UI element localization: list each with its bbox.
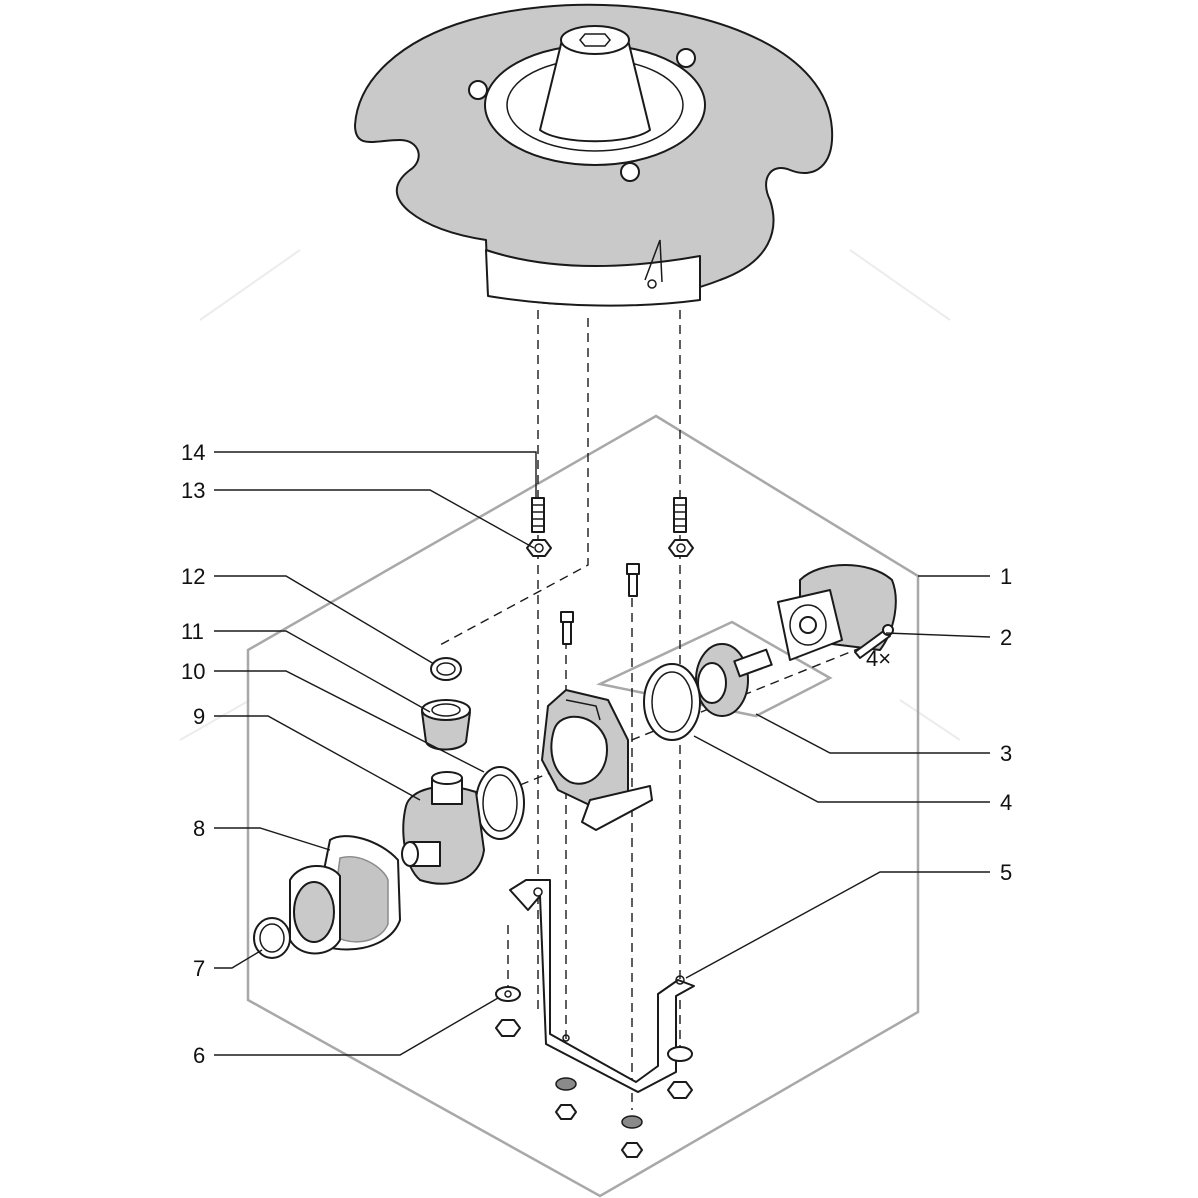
filter-basket [289, 835, 401, 955]
washers-and-nuts [495, 986, 693, 1158]
callout-5: 5 [1000, 860, 1012, 885]
callout-1: 1 [1000, 564, 1012, 589]
large-o-ring [643, 663, 701, 741]
mounting-bracket [509, 879, 695, 1093]
background-ghost-lines [179, 249, 961, 741]
leader-lines [214, 451, 991, 1056]
stud-bolt-right [673, 497, 687, 533]
callout-2: 2 [1000, 625, 1012, 650]
callout-7: 7 [193, 956, 205, 981]
callout-9: 9 [193, 704, 205, 729]
pump-housing [541, 689, 653, 831]
small-o-ring [430, 657, 462, 681]
rotor [695, 643, 773, 717]
float-body [354, 3, 834, 307]
cap-screw-left [560, 611, 574, 645]
callout-12: 12 [181, 564, 205, 589]
retaining-ring [253, 917, 291, 959]
callout-3: 3 [1000, 741, 1012, 766]
cap-screw-right [626, 563, 640, 597]
callout-13: 13 [181, 478, 205, 503]
callout-6: 6 [193, 1043, 205, 1068]
hex-nut-left [526, 539, 552, 557]
callout-11: 11 [181, 619, 204, 644]
callout-10: 10 [181, 659, 205, 684]
pump-cover [401, 771, 485, 885]
callout-labels: 1 2 3 4 5 6 7 8 9 10 11 12 13 14 [181, 440, 1012, 1068]
assembly-frame [246, 414, 920, 1198]
callout-14: 14 [181, 440, 205, 465]
threaded-adapter [421, 699, 471, 751]
quantity-note: 4× [866, 646, 891, 671]
callout-4: 4 [1000, 790, 1012, 815]
motor [777, 564, 897, 661]
housing-seal [475, 766, 525, 840]
hex-nut-right [668, 539, 694, 557]
stud-bolt-left [531, 497, 545, 533]
callout-8: 8 [193, 816, 205, 841]
